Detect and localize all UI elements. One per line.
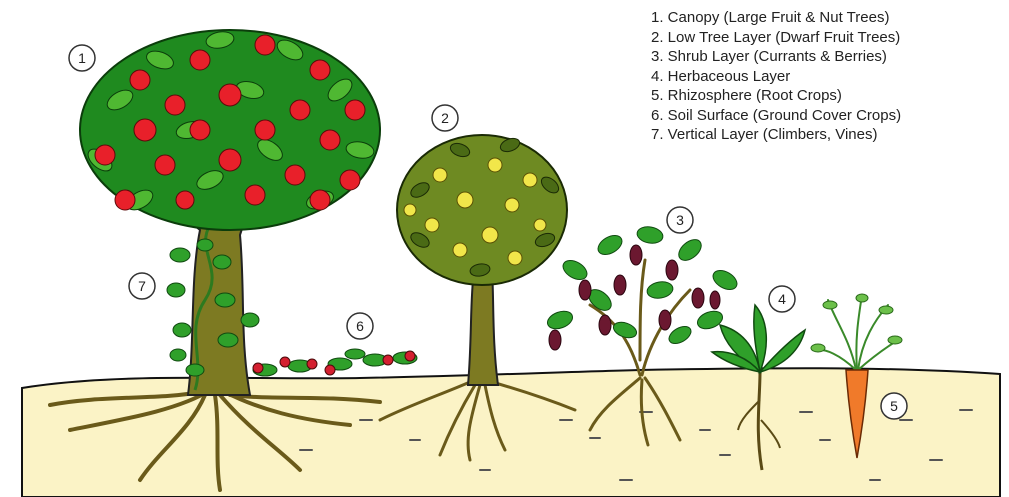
layer-legend: 1. Canopy (Large Fruit & Nut Trees) 2. L… (651, 8, 901, 145)
marker-5-label: 5 (890, 398, 898, 414)
legend-item-low-tree: 2. Low Tree Layer (Dwarf Fruit Trees) (651, 28, 901, 48)
marker-1: 1 (69, 45, 95, 71)
legend-item-vertical: 7. Vertical Layer (Climbers, Vines) (651, 125, 901, 145)
marker-6-label: 6 (356, 318, 364, 334)
marker-4-label: 4 (778, 291, 786, 307)
legend-item-rhizosphere: 5. Rhizosphere (Root Crops) (651, 86, 901, 106)
marker-7: 7 (129, 273, 155, 299)
marker-6: 6 (347, 313, 373, 339)
low-tree-foliage (397, 135, 567, 285)
legend-item-herbaceous: 4. Herbaceous Layer (651, 67, 901, 87)
marker-2-label: 2 (441, 110, 449, 126)
marker-1-label: 1 (78, 50, 86, 66)
marker-3: 3 (667, 207, 693, 233)
marker-5: 5 (881, 393, 907, 419)
low-tree-trunk (468, 270, 498, 385)
legend-item-shrub: 3. Shrub Layer (Currants & Berries) (651, 47, 901, 67)
canopy-tree-foliage (80, 30, 380, 230)
marker-2: 2 (432, 105, 458, 131)
marker-3-label: 3 (676, 212, 684, 228)
legend-item-soil-surface: 6. Soil Surface (Ground Cover Crops) (651, 106, 901, 126)
soil-surface-ground-cover (253, 349, 417, 376)
legend-item-canopy: 1. Canopy (Large Fruit & Nut Trees) (651, 8, 901, 28)
marker-4: 4 (769, 286, 795, 312)
marker-7-label: 7 (138, 278, 146, 294)
